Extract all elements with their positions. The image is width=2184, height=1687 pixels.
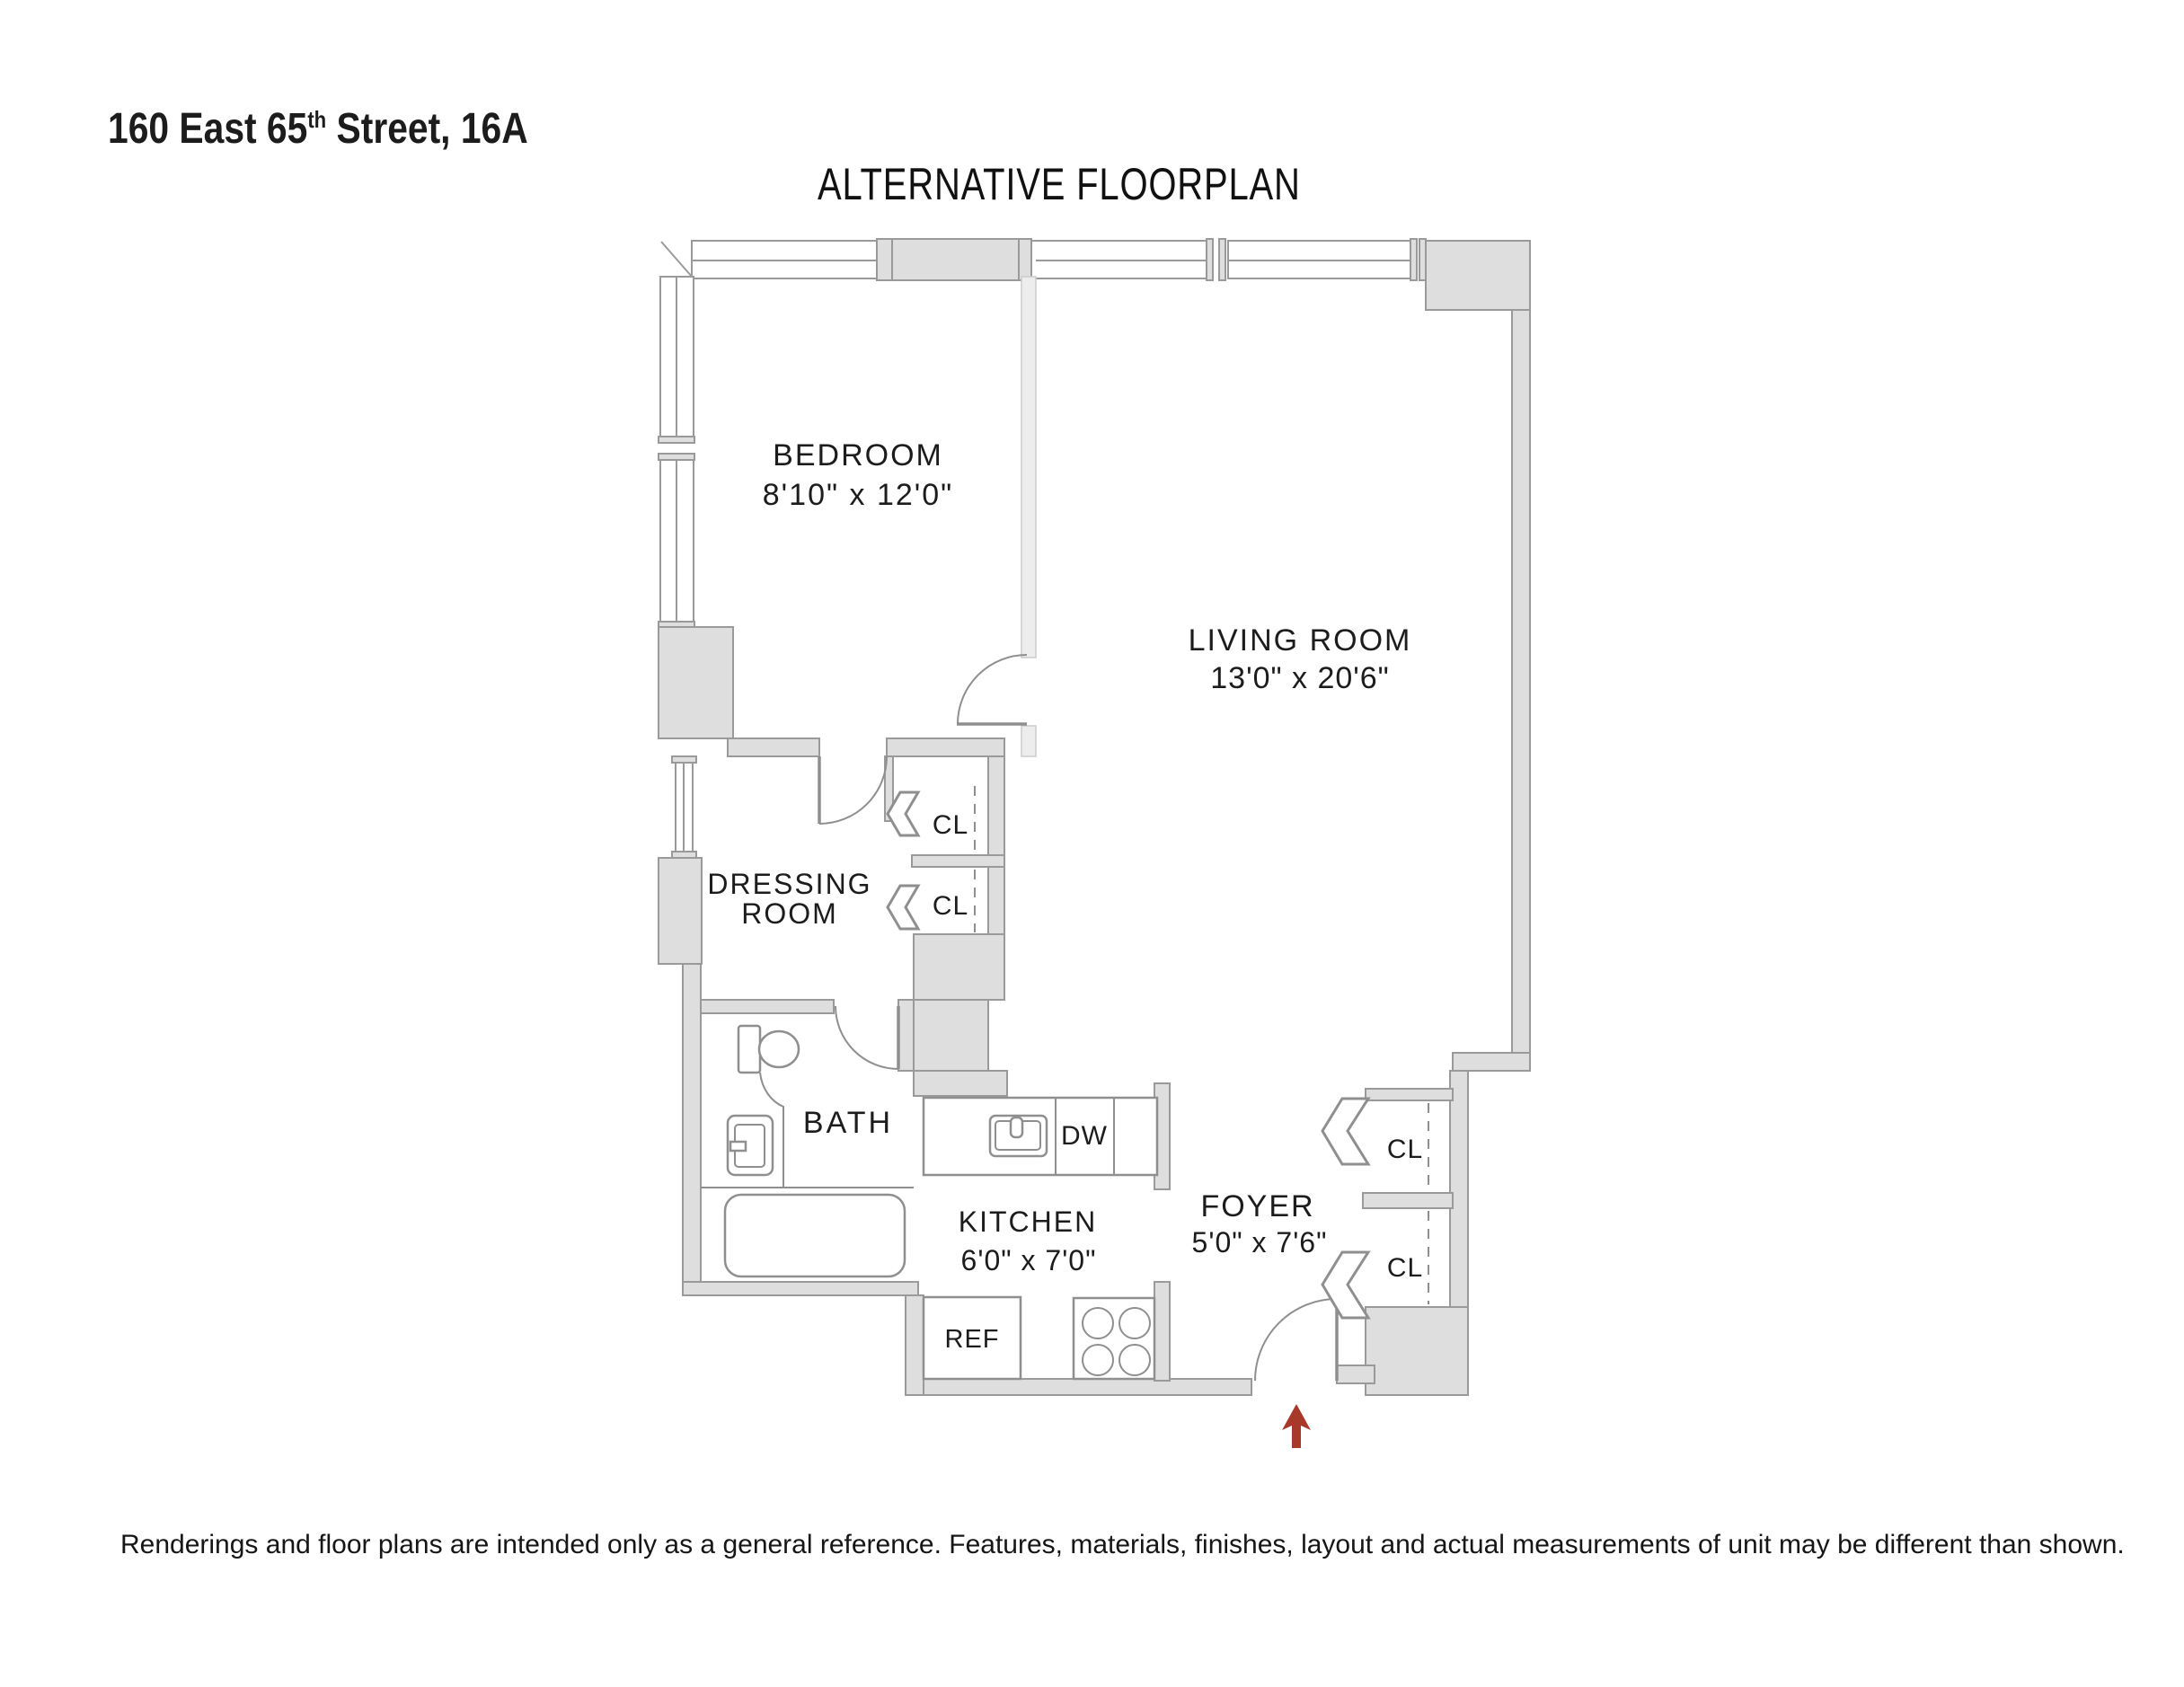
closet-label-foyer-bottom: CL	[1387, 1253, 1423, 1283]
address-prefix: 160 East 65	[108, 105, 308, 153]
room-labels: BEDROOM 8'10" x 12'0" LIVING ROOM 13'0" …	[707, 438, 1423, 1354]
address-title: 160 East 65th Street, 16A	[108, 104, 528, 154]
bathroom-sink	[726, 1114, 774, 1177]
refrigerator-label: REF	[945, 1325, 1000, 1354]
address-suffix: Street, 16A	[326, 105, 528, 153]
kitchen-dims: 6'0" x 7'0"	[961, 1244, 1097, 1276]
stove	[1072, 1296, 1156, 1381]
foyer-label: FOYER	[1200, 1189, 1314, 1223]
bedroom-door	[957, 654, 1028, 726]
kitchen-counter	[922, 1096, 1159, 1177]
bifold-door-icon	[886, 791, 921, 837]
bifold-door-icon	[1321, 1250, 1371, 1320]
window-walls	[658, 238, 1427, 859]
address-superscript: th	[307, 106, 327, 133]
kitchen-fixtures	[922, 1096, 1159, 1381]
vanity-edge	[759, 1072, 784, 1188]
closet-label-dressing-top: CL	[933, 810, 968, 840]
burner-icon	[1119, 1344, 1151, 1376]
dressing-room-door	[818, 755, 888, 825]
kitchen-faucet	[1009, 1116, 1024, 1139]
bifold-door-icon	[1321, 1097, 1371, 1166]
bedroom-dims: 8'10" x 12'0"	[763, 478, 953, 512]
bedroom-living-partition	[1021, 276, 1037, 658]
foyer-dims: 5'0" x 7'6"	[1192, 1226, 1328, 1259]
disclaimer-text: Renderings and floor plans are intended …	[120, 1530, 2125, 1559]
refrigerator-box	[922, 1295, 1022, 1381]
burner-icon	[1119, 1307, 1151, 1339]
entrance-arrow-icon	[1282, 1404, 1311, 1448]
bath-label: BATH	[803, 1106, 893, 1140]
dishwasher-label: DW	[1061, 1121, 1108, 1151]
bifold-door-icon	[886, 884, 921, 931]
bath-door	[835, 1005, 900, 1070]
toilet-tank	[737, 1024, 762, 1074]
toilet-bowl	[757, 1029, 800, 1069]
kitchen-label: KITCHEN	[959, 1206, 1097, 1238]
bath-fixtures	[701, 1024, 914, 1278]
plan-title: ALTERNATIVE FLOORPLAN	[818, 159, 1301, 209]
living-room-dims: 13'0" x 20'6"	[1210, 661, 1389, 695]
living-room-label: LIVING ROOM	[1189, 623, 1412, 658]
closet-bifold-doors	[886, 786, 1429, 1320]
bedroom-label: BEDROOM	[773, 438, 943, 473]
walls	[658, 238, 1531, 1396]
dressing-room-label-line1: DRESSING	[707, 868, 871, 900]
closet-label-foyer-top: CL	[1387, 1135, 1423, 1164]
closet-label-dressing-bottom: CL	[933, 891, 968, 921]
burner-icon	[1082, 1307, 1114, 1339]
bathtub	[723, 1193, 906, 1278]
entry-door	[1254, 1298, 1339, 1382]
burner-icon	[1082, 1344, 1114, 1376]
dressing-room-label-line2: ROOM	[741, 897, 838, 930]
